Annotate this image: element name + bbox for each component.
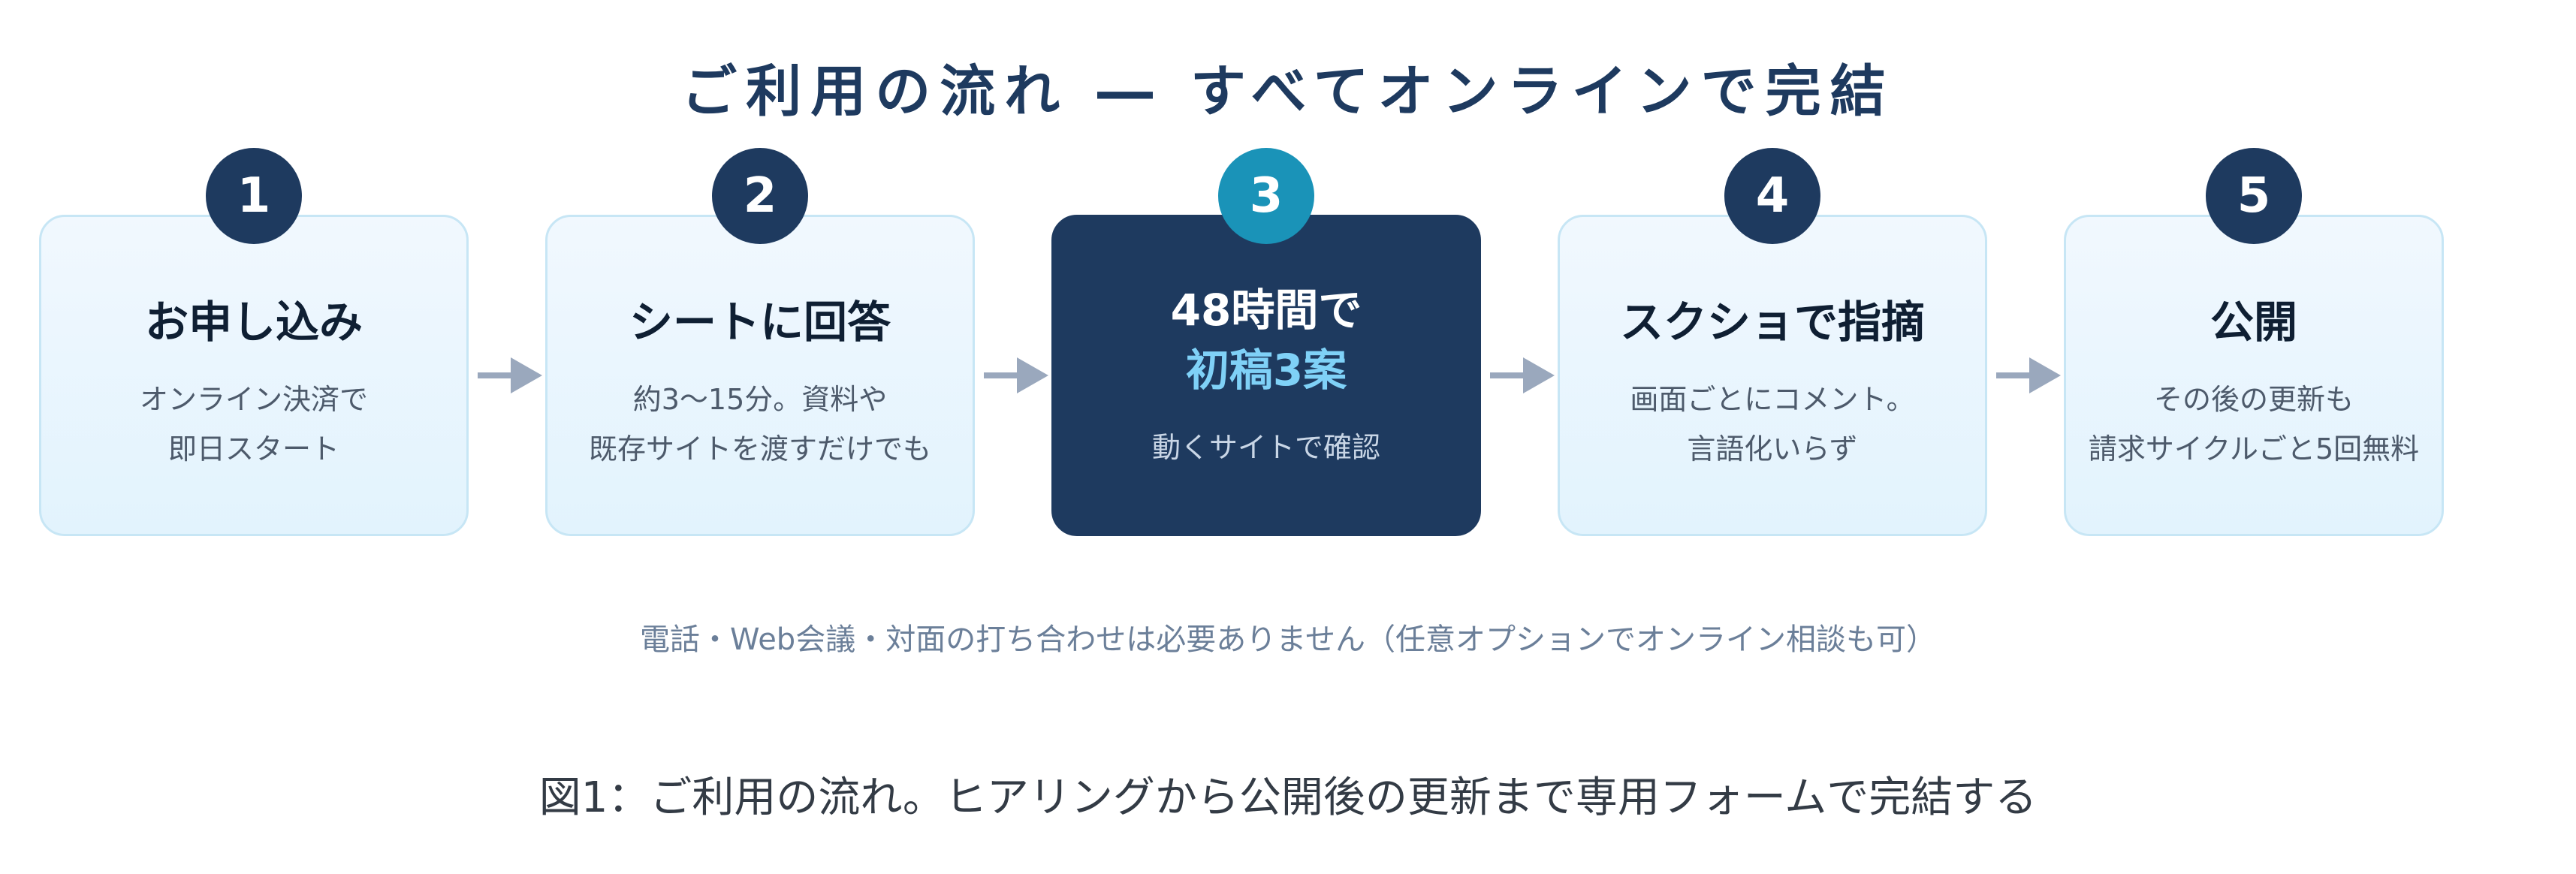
step-description-line: 画面ごとにコメント。 (1630, 383, 1915, 416)
step-description-line: 動くサイトで確認 (1151, 431, 1380, 464)
step-number-badge: 2 (712, 148, 808, 244)
step-title-line: 48時間で (1170, 285, 1362, 336)
step-title: シートに回答 (629, 297, 891, 348)
step-description: オンライン決済で 即日スタート (41, 375, 466, 474)
arrow-right-icon (1490, 357, 1555, 393)
step-description: その後の更新も 請求サイクルごと5回無料 (2066, 375, 2442, 474)
step-description-line: 言語化いらず (1687, 432, 1858, 466)
step-card-2: 2 シートに回答 約3〜15分。資料や 既存サイトを渡すだけでも (545, 148, 975, 536)
step-card-5: 5 公開 その後の更新も 請求サイクルごと5回無料 (2064, 148, 2444, 536)
diagram-title: ご利用の流れ ― すべてオンラインで完結 (681, 59, 1895, 124)
step-card-3: 3 48時間で 初稿3案 動くサイトで確認 (1051, 148, 1481, 536)
step-number-badge: 3 (1218, 148, 1314, 244)
step-number-badge: 1 (206, 148, 302, 244)
step-title: お申し込み (144, 297, 363, 348)
footnote: 電話・Web会議・対面の打ち合わせは必要ありません（任意オプションでオンライン相… (639, 622, 1936, 657)
figure-caption: 図1：ご利用の流れ。ヒアリングから公開後の更新まで専用フォームで完結する (538, 773, 2038, 822)
step-description-line: その後の更新も (2153, 383, 2354, 416)
step-title: スクショで指摘 (1619, 297, 1925, 348)
step-number-badge: 4 (1724, 148, 1820, 244)
step-title: 公開 (2210, 297, 2297, 348)
arrow-right-icon (984, 357, 1048, 393)
step-description-line: 請求サイクルごと5回無料 (2088, 432, 2420, 466)
step-description-line: 即日スタート (167, 432, 339, 466)
arrow-right-icon (478, 357, 542, 393)
step-title-highlight: 初稿3案 (1185, 345, 1347, 396)
step-description: 約3〜15分。資料や 既存サイトを渡すだけでも (547, 375, 973, 474)
step-title: 48時間で 初稿3案 (1054, 280, 1479, 400)
arrow-right-icon (1996, 357, 2061, 393)
step-number-badge: 5 (2206, 148, 2302, 244)
step-description-line: オンライン決済で (139, 383, 368, 416)
step-description: 動くサイトで確認 (1054, 423, 1479, 472)
step-card-4: 4 スクショで指摘 画面ごとにコメント。 言語化いらず (1558, 148, 1987, 536)
step-description-line: 約3〜15分。資料や (632, 383, 888, 416)
step-description: 画面ごとにコメント。 言語化いらず (1560, 375, 1985, 474)
step-description-line: 既存サイトを渡すだけでも (588, 432, 931, 466)
step-card-1: 1 お申し込み オンライン決済で 即日スタート (39, 148, 469, 536)
